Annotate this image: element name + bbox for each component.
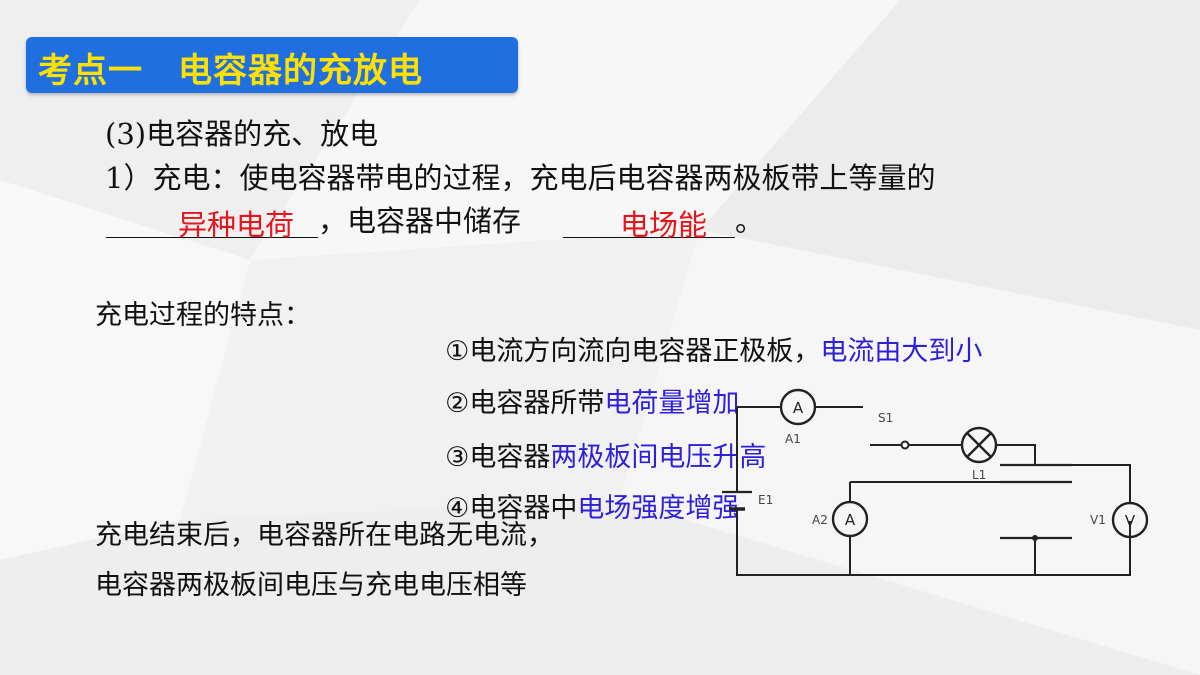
feature-item-3-highlight: 两极板间电压升高 bbox=[550, 442, 767, 473]
page-title: 考点一 电容器的充放电 bbox=[38, 51, 423, 91]
feature-item-1: ①电流方向流向电容器正极板，电流由大到小 bbox=[428, 298, 982, 370]
feature-item-4-highlight: 电场强度增强 bbox=[577, 493, 740, 524]
answer-opposite-charges: 异种电荷 bbox=[178, 208, 295, 242]
label-l1: L1 bbox=[972, 468, 986, 482]
feature-item-3-text: ③电容器 bbox=[445, 442, 551, 473]
title-banner: 考点一 电容器的充放电 bbox=[26, 37, 518, 93]
label-s1: S1 bbox=[878, 411, 893, 425]
charging-definition-end: 。 bbox=[735, 204, 765, 238]
charging-definition-line1: 1）充电：使电容器带电的过程，充电后电容器两极板带上等量的 bbox=[105, 161, 936, 195]
battery-e1 bbox=[722, 490, 752, 511]
features-label: 充电过程的特点： bbox=[95, 300, 311, 331]
ammeter-a1-symbol: A bbox=[793, 399, 804, 417]
voltmeter-v1-symbol: V bbox=[1125, 512, 1136, 530]
label-a1: A1 bbox=[785, 432, 801, 446]
lamp-l1 bbox=[960, 426, 998, 464]
capacitor bbox=[1000, 463, 1072, 540]
conclusion-line2: 电容器两极板间电压与充电电压相等 bbox=[95, 570, 527, 601]
wire-lamp-right bbox=[996, 444, 1036, 465]
blank-underline-1 bbox=[106, 237, 318, 238]
ammeter-a2-symbol: A bbox=[845, 511, 856, 529]
feature-item-2-text: ②电容器所带 bbox=[445, 388, 605, 419]
ammeter-a1: A bbox=[779, 388, 817, 426]
wire-capacitor-to-voltmeter-top bbox=[1035, 464, 1131, 503]
feature-item-4: ④电容器中电场强度增强 bbox=[428, 455, 739, 527]
voltmeter-v1: V bbox=[1111, 501, 1149, 539]
feature-item-3: ③电容器两极板间电压升高 bbox=[428, 404, 766, 476]
feature-item-1-text: ①电流方向流向电容器正极板， bbox=[445, 336, 821, 367]
label-a2: A2 bbox=[812, 513, 828, 527]
conclusion-line1: 充电结束后，电容器所在电路无电流， bbox=[95, 520, 554, 551]
label-e1: E1 bbox=[758, 493, 773, 507]
ammeter-a2: A bbox=[831, 500, 869, 538]
feature-item-1-highlight: 电流由大到小 bbox=[820, 336, 983, 367]
wire-left-lower bbox=[736, 510, 1131, 576]
blank-underline-2 bbox=[563, 237, 735, 238]
feature-item-2-highlight: 电荷量增加 bbox=[604, 388, 740, 419]
charging-definition-mid: ，电容器中储存 bbox=[318, 204, 522, 238]
feature-item-4-text: ④电容器中 bbox=[445, 493, 578, 524]
switch-s1 bbox=[870, 440, 910, 450]
circuit-diagram: A A1 S1 L1 V V1 E1 A A2 bbox=[722, 388, 1149, 576]
feature-item-2: ②电容器所带电荷量增加 bbox=[428, 350, 739, 422]
junction-dot bbox=[1032, 535, 1038, 541]
label-v1: V1 bbox=[1090, 513, 1106, 527]
answer-field-energy: 电场能 bbox=[620, 208, 708, 242]
section-heading: (3)电容器的充、放电 bbox=[105, 117, 379, 151]
